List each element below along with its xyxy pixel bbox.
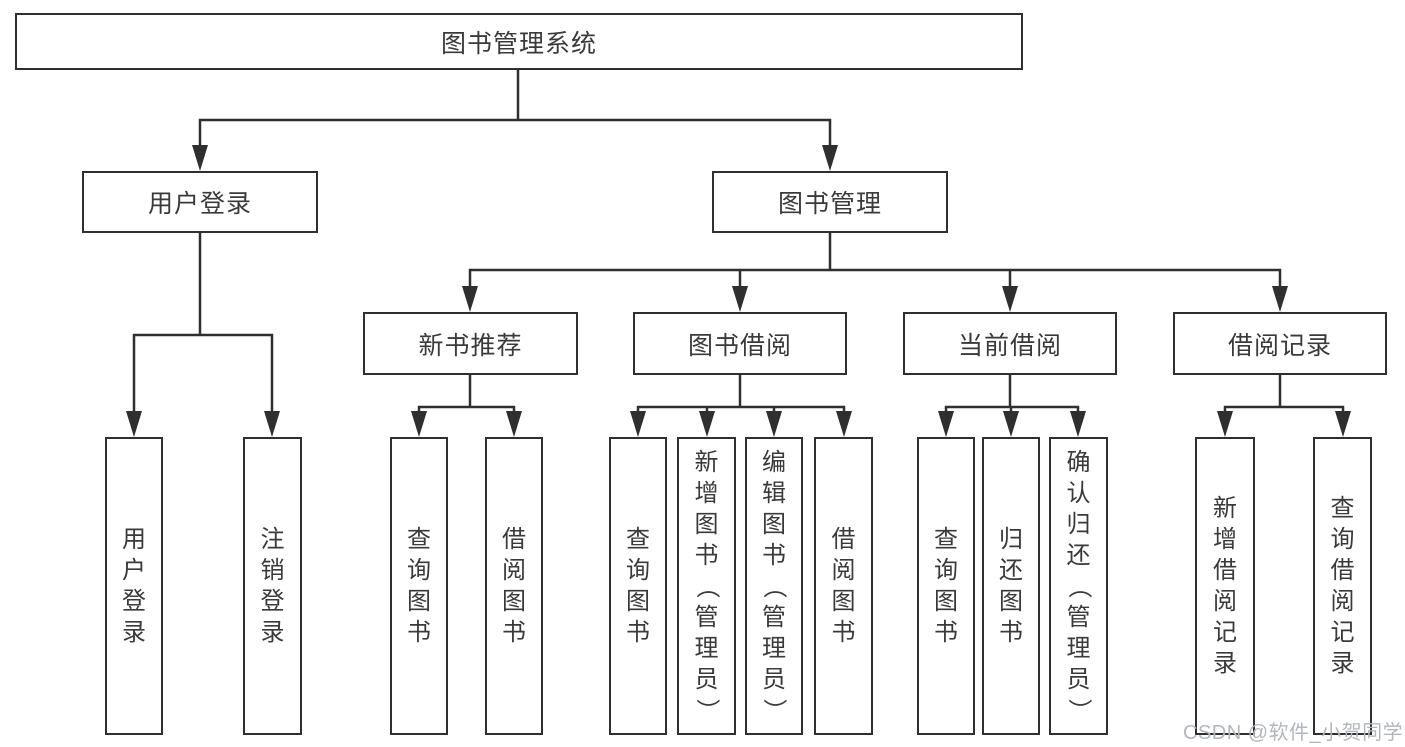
- leaf-query-books-recommend: 查询图书: [390, 437, 448, 735]
- leaf-borrow-books: 借阅图书: [814, 437, 873, 735]
- node-library-management-system: 图书管理系统: [15, 13, 1023, 70]
- leaf-query-borrow-record: 查询借阅记录: [1313, 437, 1372, 735]
- leaf-confirm-return-admin: 确认归还（管理员）: [1049, 437, 1108, 735]
- leaf-add-borrow-record: 新增借阅记录: [1195, 437, 1255, 735]
- node-book-management: 图书管理: [712, 171, 948, 233]
- node-user-login: 用户登录: [82, 171, 318, 233]
- leaf-query-books-current: 查询图书: [917, 437, 975, 735]
- leaf-add-books-admin: 新增图书（管理员）: [677, 437, 736, 735]
- watermark: CSDN @软件_小贺同学: [1183, 722, 1404, 744]
- leaf-edit-books-admin: 编辑图书（管理员）: [745, 437, 803, 735]
- leaf-return-books: 归还图书: [982, 437, 1040, 735]
- leaf-logout: 注销登录: [243, 437, 302, 735]
- leaf-user-login: 用户登录: [105, 437, 163, 735]
- node-borrowing-records: 借阅记录: [1173, 312, 1387, 375]
- leaf-query-books-borrowing: 查询图书: [609, 437, 667, 735]
- leaf-borrow-books-recommend: 借阅图书: [485, 437, 543, 735]
- node-book-borrowing: 图书借阅: [633, 312, 847, 375]
- node-current-borrowing: 当前借阅: [903, 312, 1117, 375]
- node-new-book-recommendation: 新书推荐: [363, 312, 578, 375]
